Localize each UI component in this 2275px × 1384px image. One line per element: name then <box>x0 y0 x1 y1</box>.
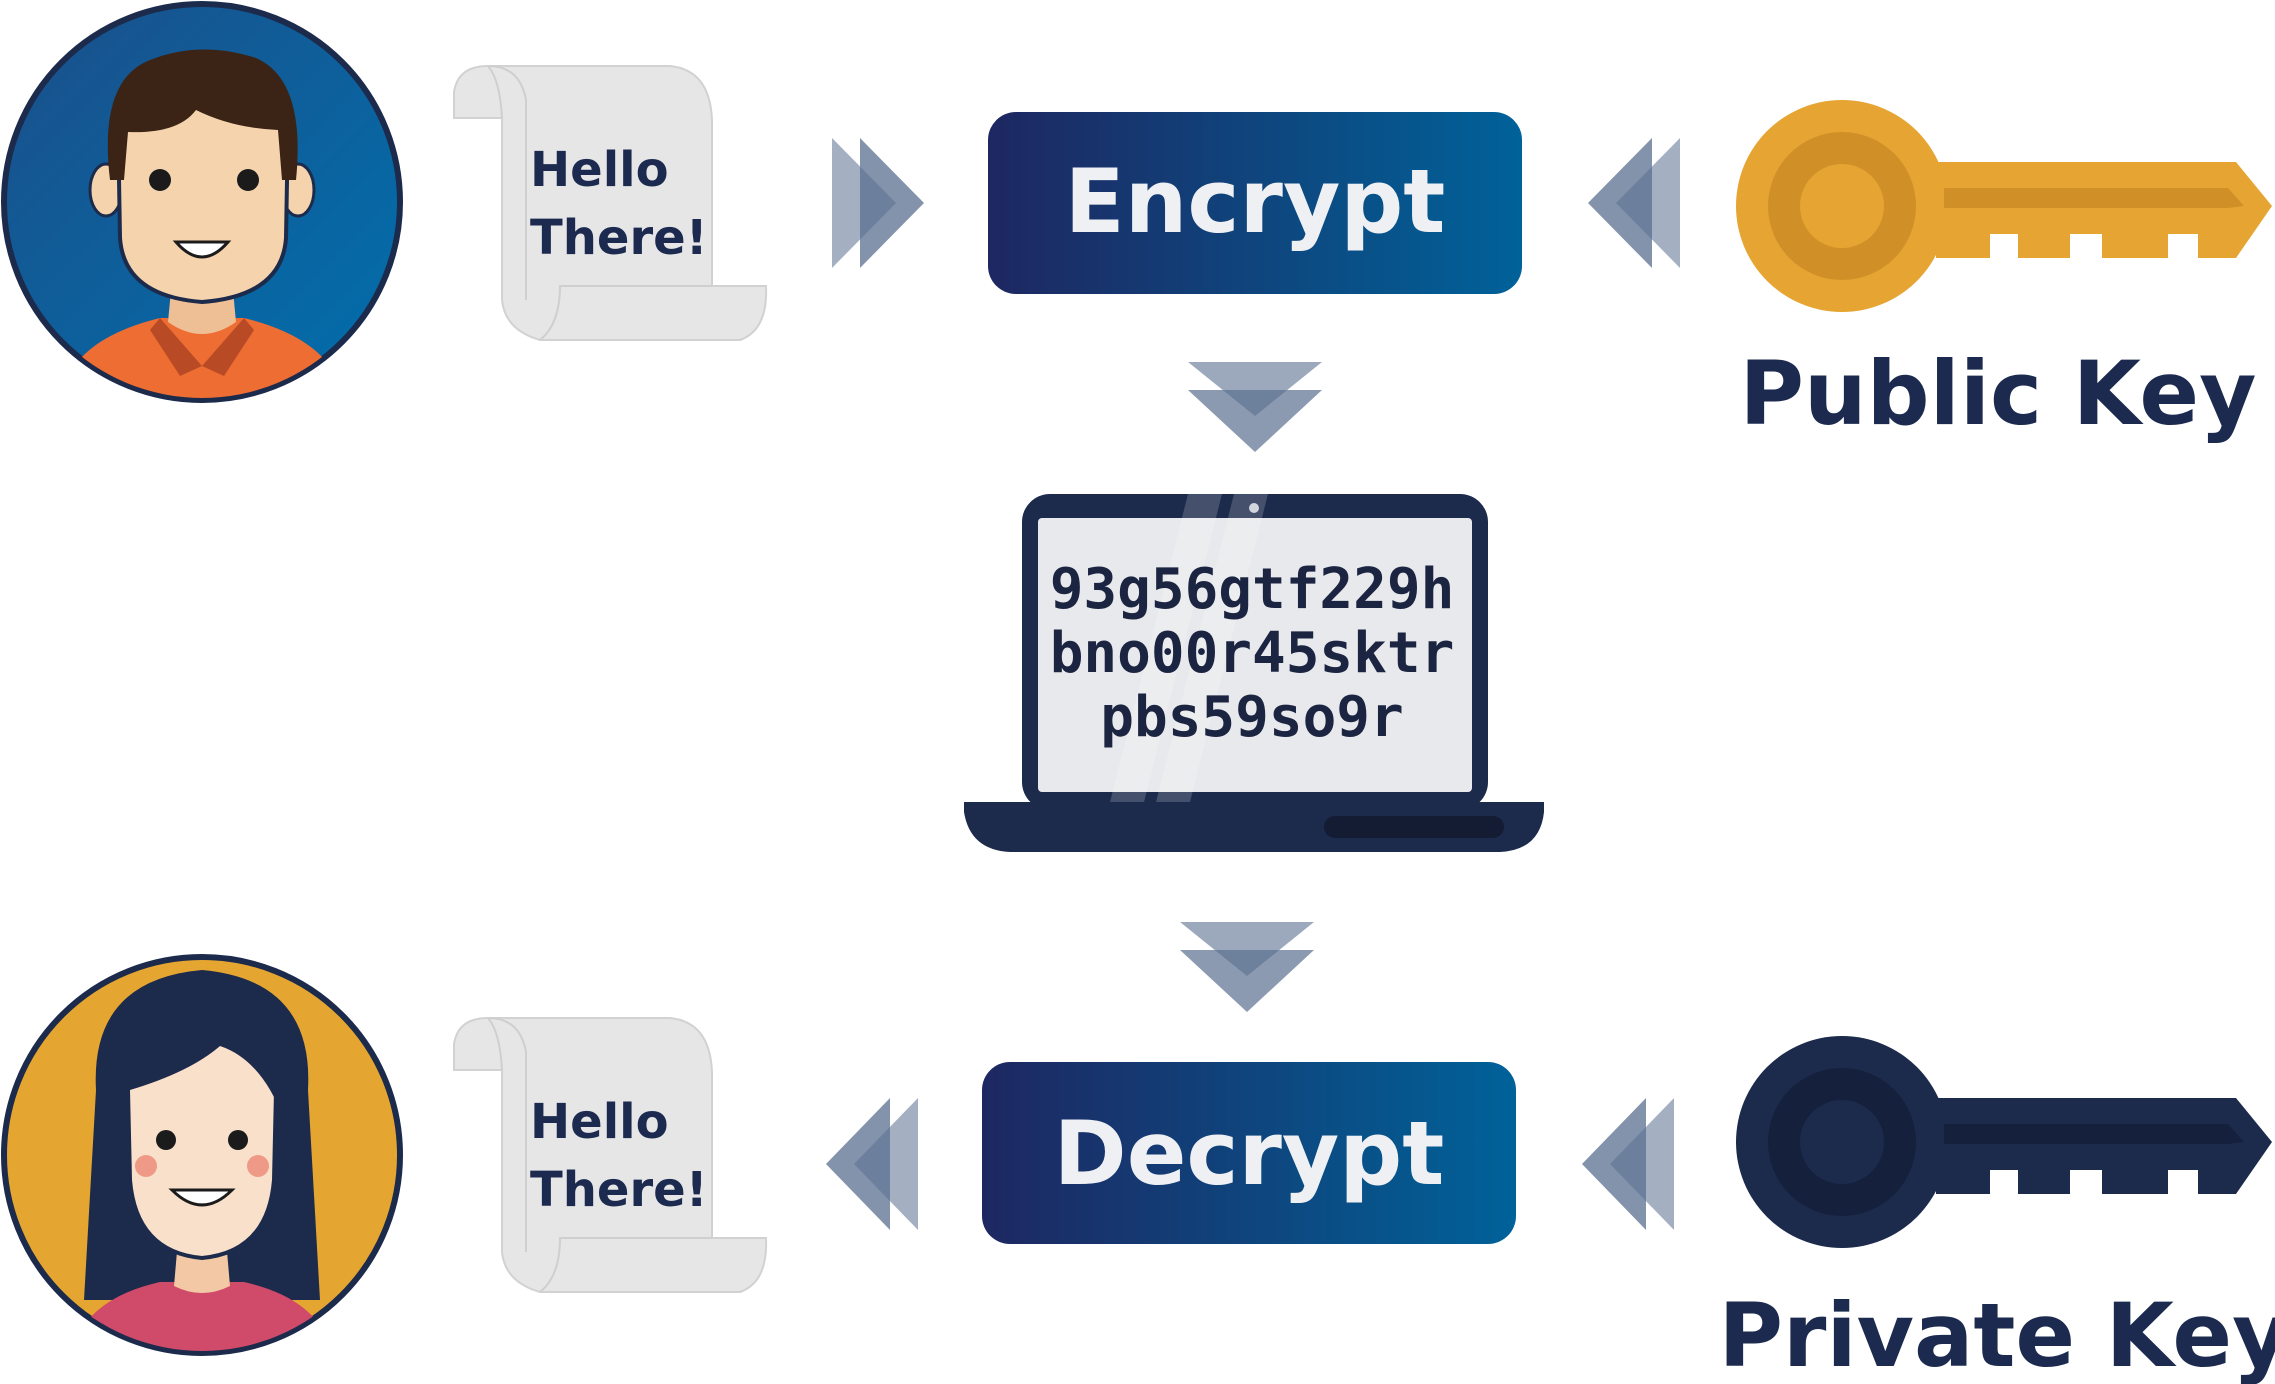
decrypted-line2: There! <box>530 1162 708 1218</box>
ciphertext-line2: bno00r45sktr <box>1050 621 1455 686</box>
sender-avatar-icon <box>1 1 403 403</box>
encrypt-label: Encrypt <box>1065 150 1446 253</box>
laptop-icon <box>964 494 1544 852</box>
public-key-label: Public Key <box>1740 342 2257 445</box>
laptop: 93g56gtf229h bno00r45sktr pbs59so9r <box>964 494 1544 852</box>
double-arrow-icon <box>1188 362 1322 452</box>
scroll-icon <box>453 1016 768 1293</box>
decrypt-box: Decrypt <box>982 1062 1516 1244</box>
encrypt-box: Encrypt <box>988 112 1522 294</box>
key-icon <box>1736 100 2272 312</box>
message-line2: There! <box>530 210 708 266</box>
key-icon <box>1736 1036 2272 1248</box>
double-arrow-icon <box>1582 1098 1674 1230</box>
receiver-avatar-icon <box>1 954 403 1356</box>
ciphertext-line3: pbs59so9r <box>1100 685 1403 750</box>
message-line1: Hello <box>530 142 669 198</box>
ciphertext-line1: 93g56gtf229h <box>1050 557 1455 622</box>
private-key: Private Key <box>1719 1036 2275 1384</box>
private-key-label: Private Key <box>1719 1284 2275 1384</box>
scroll-icon <box>453 64 768 341</box>
decrypted-line1: Hello <box>530 1094 669 1150</box>
double-arrow-icon <box>826 1098 918 1230</box>
double-arrow-icon <box>1180 922 1314 1012</box>
double-arrow-icon <box>832 138 924 268</box>
message-scroll-decrypted: Hello There! <box>453 1016 768 1293</box>
double-arrow-icon <box>1588 138 1680 268</box>
message-scroll-plain: Hello There! <box>453 64 768 341</box>
decrypt-label: Decrypt <box>1054 1102 1445 1205</box>
public-key: Public Key <box>1736 100 2272 445</box>
